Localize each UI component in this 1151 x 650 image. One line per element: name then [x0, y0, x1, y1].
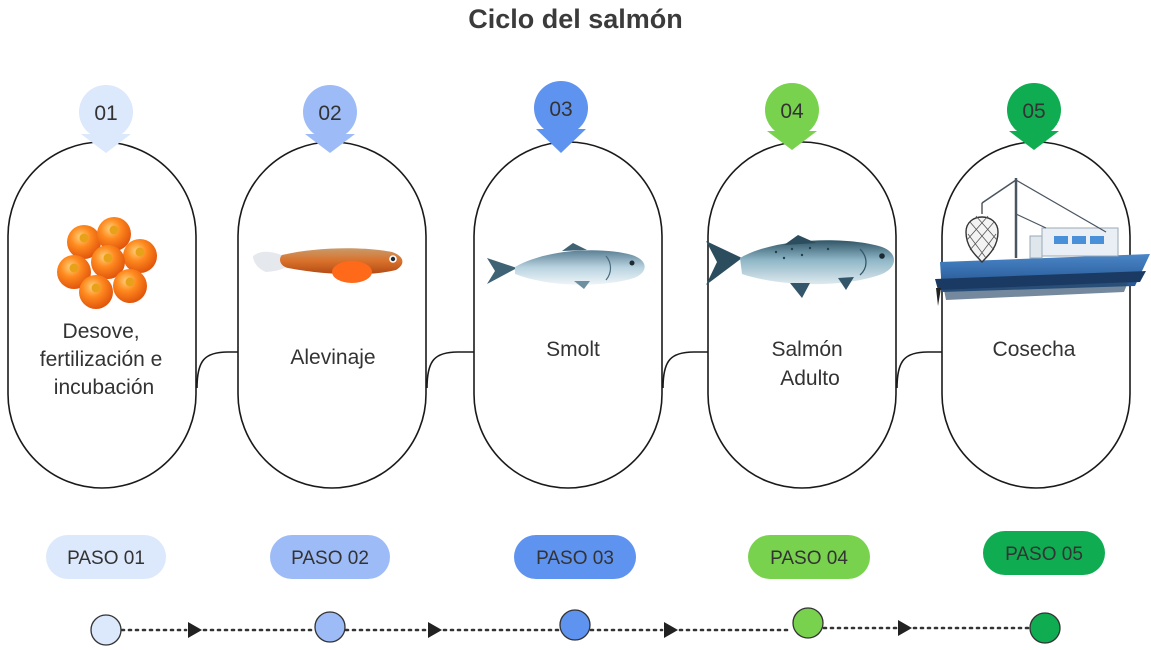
timeline-node-5	[1029, 612, 1061, 644]
step-5-pin: 05	[1007, 83, 1061, 150]
alevin-fish-icon	[253, 248, 403, 283]
timeline-arrows	[188, 620, 912, 638]
step-4-label-line-2: Adulto	[780, 367, 840, 390]
step-5-badge-label: PASO 05	[1005, 544, 1083, 565]
step-3-stadium	[473, 141, 663, 489]
step-5-label-line-1: Cosecha	[993, 338, 1076, 361]
step-3-label-line-1: Smolt	[546, 338, 600, 361]
step-4-stadium	[707, 141, 897, 489]
step-1-badge: PASO 01	[46, 535, 166, 579]
timeline-arrow-icon	[188, 622, 202, 638]
step-1-badge-label: PASO 01	[67, 548, 145, 569]
step-5-number: 05	[1022, 100, 1045, 123]
step-5-stadium	[941, 141, 1131, 489]
step-2-stadium	[237, 141, 427, 489]
step-2-badge: PASO 02	[270, 535, 390, 579]
step-4-badge-label: PASO 04	[770, 548, 848, 569]
salmon-eggs-icon	[57, 217, 157, 309]
step-4-badge: PASO 04	[748, 535, 870, 579]
step-badges: PASO 01 PASO 02 PASO 03 PASO 04 PASO 05	[46, 531, 1105, 579]
step-5-badge: PASO 05	[983, 531, 1105, 575]
step-2-label-line-1: Alevinaje	[290, 346, 375, 369]
timeline-arrow-icon	[898, 620, 912, 636]
step-3-number: 03	[549, 98, 572, 121]
step-2-number: 02	[318, 102, 341, 125]
step-1-pin: 01	[79, 85, 133, 153]
step-1-label-line-2: fertilización e	[40, 348, 163, 371]
step-1-label: Desove, fertilización e incubación	[40, 320, 168, 399]
fishing-boat-icon	[935, 178, 1150, 306]
step-4-label-line-1: Salmón	[771, 338, 842, 361]
step-3-pin: 03	[534, 81, 588, 153]
step-3-label: Smolt	[546, 338, 600, 361]
smolt-fish-icon	[487, 243, 645, 289]
timeline-arrow-icon	[428, 622, 442, 638]
step-4-number: 04	[780, 100, 804, 123]
step-5-label: Cosecha	[993, 338, 1076, 361]
step-1-number: 01	[94, 102, 117, 125]
step-4-pin: 04	[765, 83, 819, 150]
timeline-node-2	[314, 611, 346, 643]
timeline-node-4	[792, 607, 824, 639]
step-2-pin: 02	[303, 85, 357, 153]
step-2-badge-label: PASO 02	[291, 548, 369, 569]
step-3-badge: PASO 03	[514, 535, 636, 579]
timeline-node-3	[559, 609, 591, 641]
step-2-label: Alevinaje	[290, 346, 375, 369]
step-stadiums	[7, 141, 1131, 489]
timeline-arrow-icon	[664, 622, 678, 638]
step-3-badge-label: PASO 03	[536, 548, 614, 569]
adult-salmon-icon	[706, 235, 894, 298]
step-4-label: Salmón Adulto	[771, 338, 848, 390]
step-1-stadium	[7, 141, 197, 489]
timeline	[90, 607, 1061, 646]
step-pins: 01 02 03 04 05	[79, 81, 1061, 153]
timeline-node-1	[90, 614, 122, 646]
step-1-label-line-1: Desove,	[63, 320, 140, 343]
step-1-label-line-3: incubación	[54, 376, 154, 399]
diagram-title: Ciclo del salmón	[468, 4, 683, 34]
